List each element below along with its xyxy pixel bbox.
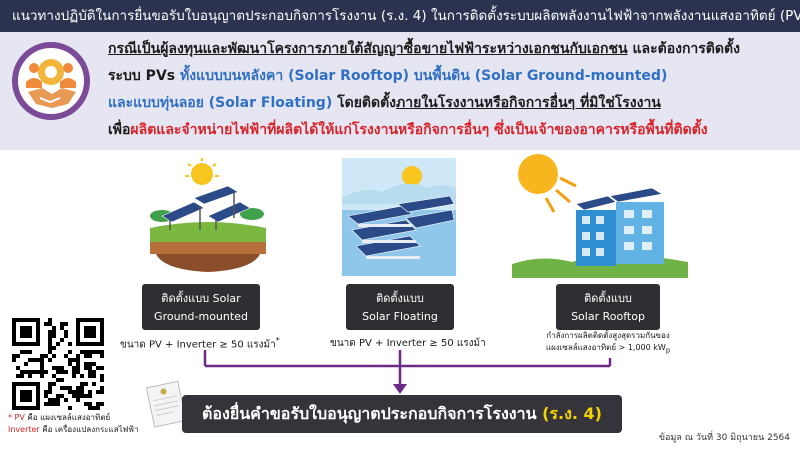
option-floating-line-2: Solar Floating xyxy=(362,310,438,323)
result-text: ต้องยื่นคำขอรับใบอนุญาตประกอบกิจการโรงงา… xyxy=(202,404,543,423)
option-floating-spec: ขนาด PV + Inverter ≥ 50 แรงม้า xyxy=(330,336,486,351)
header-title: แนวทางปฏิบัติในการยื่นขอรับใบอนุญาตประกอ… xyxy=(12,8,800,24)
glossary-pv-def: คือ แผงเซลล์แสงอาทิตย์ xyxy=(24,413,111,422)
banner-line-2-blue: ทั้งแบบบนหลังคา (Solar Rooftop) บนพื้นดิ… xyxy=(180,68,668,84)
banner-line-2: ระบบ PVs ทั้งแบบบนหลังคา (Solar Rooftop)… xyxy=(108,63,788,90)
solar-floating-illustration xyxy=(342,158,456,276)
glossary-pv: * PV คือ แผงเซลล์แสงอาทิตย์ xyxy=(8,412,138,424)
option-ground-line-1: ติดตั้งแบบ Solar xyxy=(161,292,241,305)
glossary-legend: * PV คือ แผงเซลล์แสงอาทิตย์ Inverter คือ… xyxy=(8,412,138,436)
condition-banner: กรณีเป็นผู้ลงทุนและพัฒนาโครงการภายใต้สัญ… xyxy=(0,32,800,150)
license-document-icon xyxy=(140,378,194,428)
option-ground-spec: ขนาด PV + Inverter ≥ 50 แรงม้า* xyxy=(120,336,280,352)
solar-rooftop-illustration xyxy=(512,152,688,278)
option-rooftop-line-2: Solar Rooftop xyxy=(571,310,645,323)
glossary-pv-term: PV xyxy=(14,413,25,422)
option-rooftop-note-line-2: แผงเซลล์แสงอาทิตย์ > 1,000 kWp xyxy=(538,342,678,357)
option-rooftop-note-sub: p xyxy=(665,346,671,355)
banner-line-3-under: ภายในโรงงานหรือกิจการอื่นๆ ที่มิใช่โรงงา… xyxy=(396,95,661,111)
banner-line-3-blue: และแบบทุ่นลอย (Solar Floating) xyxy=(108,95,333,111)
option-rooftop-note-line-1: กำลังการผลิตติดตั้งสูงสุดรวมกันของ xyxy=(546,331,670,340)
banner-line-1-prefix: กรณีเป็นผู้ลงทุนและพัฒนาโครงการภายใต้สัญ… xyxy=(108,41,628,57)
glossary-inverter: Inverter คือ เครื่องแปลงกระแสไฟฟ้า xyxy=(8,424,138,436)
banner-line-4: เพื่อผลิตและจำหน่ายไฟฟ้าที่ผลิตได้ให้แก่… xyxy=(108,117,788,144)
banner-line-2-prefix: ระบบ PVs xyxy=(108,68,180,84)
result-requirement-box: ต้องยื่นคำขอรับใบอนุญาตประกอบกิจการโรงงา… xyxy=(182,395,622,433)
banner-line-4-red: ผลิตและจำหน่ายไฟฟ้าที่ผลิตได้ให้แก่โรงงา… xyxy=(130,122,708,138)
option-rooftop-note-line-2-text: แผงเซลล์แสงอาทิตย์ > 1,000 kW xyxy=(545,343,666,352)
glossary-inverter-def: คือ เครื่องแปลงกระแสไฟฟ้า xyxy=(39,425,139,434)
qr-code[interactable] xyxy=(12,318,104,410)
option-floating-line-1: ติดตั้งแบบ xyxy=(376,292,424,305)
glossary-pv-mark: * xyxy=(8,413,12,422)
solar-ground-illustration xyxy=(148,158,268,276)
banner-line-1: กรณีเป็นผู้ลงทุนและพัฒนาโครงการภายใต้สัญ… xyxy=(108,36,788,63)
result-highlight: (ร.ง. 4) xyxy=(542,404,602,423)
banner-line-4-prefix: เพื่อ xyxy=(108,122,131,138)
banner-line-3: และแบบทุ่นลอย (Solar Floating) โดยติดตั้… xyxy=(108,90,788,117)
option-floating-spec-text: ขนาด PV + Inverter ≥ 50 แรงม้า xyxy=(330,338,486,349)
page-header: แนวทางปฏิบัติในการยื่นขอรับใบอนุญาตประกอ… xyxy=(0,0,800,32)
option-ground-line-2: Ground-mounted xyxy=(154,310,248,323)
option-ground-spec-text: ขนาด PV + Inverter ≥ 50 แรงม้า xyxy=(120,339,276,351)
data-date-note: ข้อมูล ณ วันที่ 30 มิถุนายน 2564 xyxy=(658,433,790,443)
option-rooftop-note: กำลังการผลิตติดตั้งสูงสุดรวมกันของ แผงเซ… xyxy=(538,330,678,357)
option-ground-spec-mark: * xyxy=(275,336,280,345)
handshake-gear-people-icon xyxy=(12,42,90,120)
option-rooftop-line-1: ติดตั้งแบบ xyxy=(584,292,632,305)
banner-line-3-mid: โดยติดตั้ง xyxy=(332,95,397,111)
banner-line-1-suffix: และต้องการติดตั้ง xyxy=(627,41,740,57)
option-ground-label: ติดตั้งแบบ Solar Ground-mounted xyxy=(142,284,260,330)
banner-text: กรณีเป็นผู้ลงทุนและพัฒนาโครงการภายใต้สัญ… xyxy=(108,36,788,144)
glossary-inverter-term: Inverter xyxy=(8,425,40,434)
option-rooftop-label: ติดตั้งแบบ Solar Rooftop xyxy=(556,284,660,330)
option-floating-label: ติดตั้งแบบ Solar Floating xyxy=(346,284,454,330)
